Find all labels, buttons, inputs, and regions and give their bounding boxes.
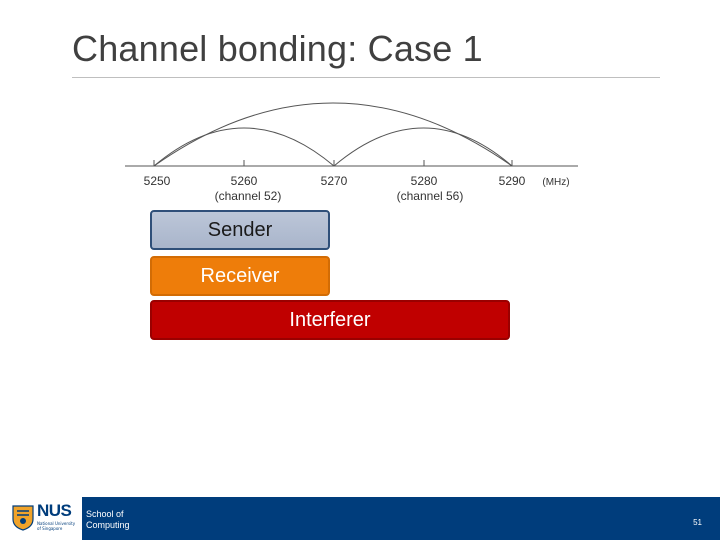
tick-sublabel-channel-52: (channel 52) <box>215 189 282 203</box>
school-line-2: Computing <box>86 520 130 530</box>
school-name: School of Computing <box>86 509 130 531</box>
tick-label-5250: 5250 <box>144 174 171 188</box>
channel-diagram: 5250 5260 (channel 52) 5270 5280 (channe… <box>125 102 578 203</box>
sender-label: Sender <box>207 218 273 241</box>
tick-label-5280: 5280 <box>411 174 438 188</box>
crest-icon <box>12 505 34 531</box>
receiver-bar: Receiver <box>150 256 330 296</box>
arc-channel-56 <box>333 127 513 167</box>
axis-unit-label: (MHz) <box>542 177 569 188</box>
tick-label-5260: 5260 <box>231 174 258 188</box>
interferer-label: Interferer <box>289 308 371 331</box>
tick-label-5270: 5270 <box>321 174 348 188</box>
slide-title: Channel bonding: Case 1 <box>72 28 483 69</box>
sender-bar: Sender <box>150 210 330 250</box>
title-divider <box>72 77 660 78</box>
tick-sublabel-channel-56: (channel 56) <box>397 189 464 203</box>
receiver-label: Receiver <box>200 264 280 287</box>
page-number: 51 <box>693 518 702 527</box>
footer-bar: NUS National University of Singapore Sch… <box>0 497 720 540</box>
nus-wordmark: NUS <box>37 501 72 520</box>
nus-subtext: National University of Singapore <box>37 521 76 531</box>
arc-channel-52 <box>153 127 335 167</box>
school-line-1: School of <box>86 509 124 519</box>
interferer-bar: Interferer <box>150 300 510 340</box>
tick-label-5290: 5290 <box>499 174 526 188</box>
nus-logo: NUS National University of Singapore <box>0 497 82 540</box>
